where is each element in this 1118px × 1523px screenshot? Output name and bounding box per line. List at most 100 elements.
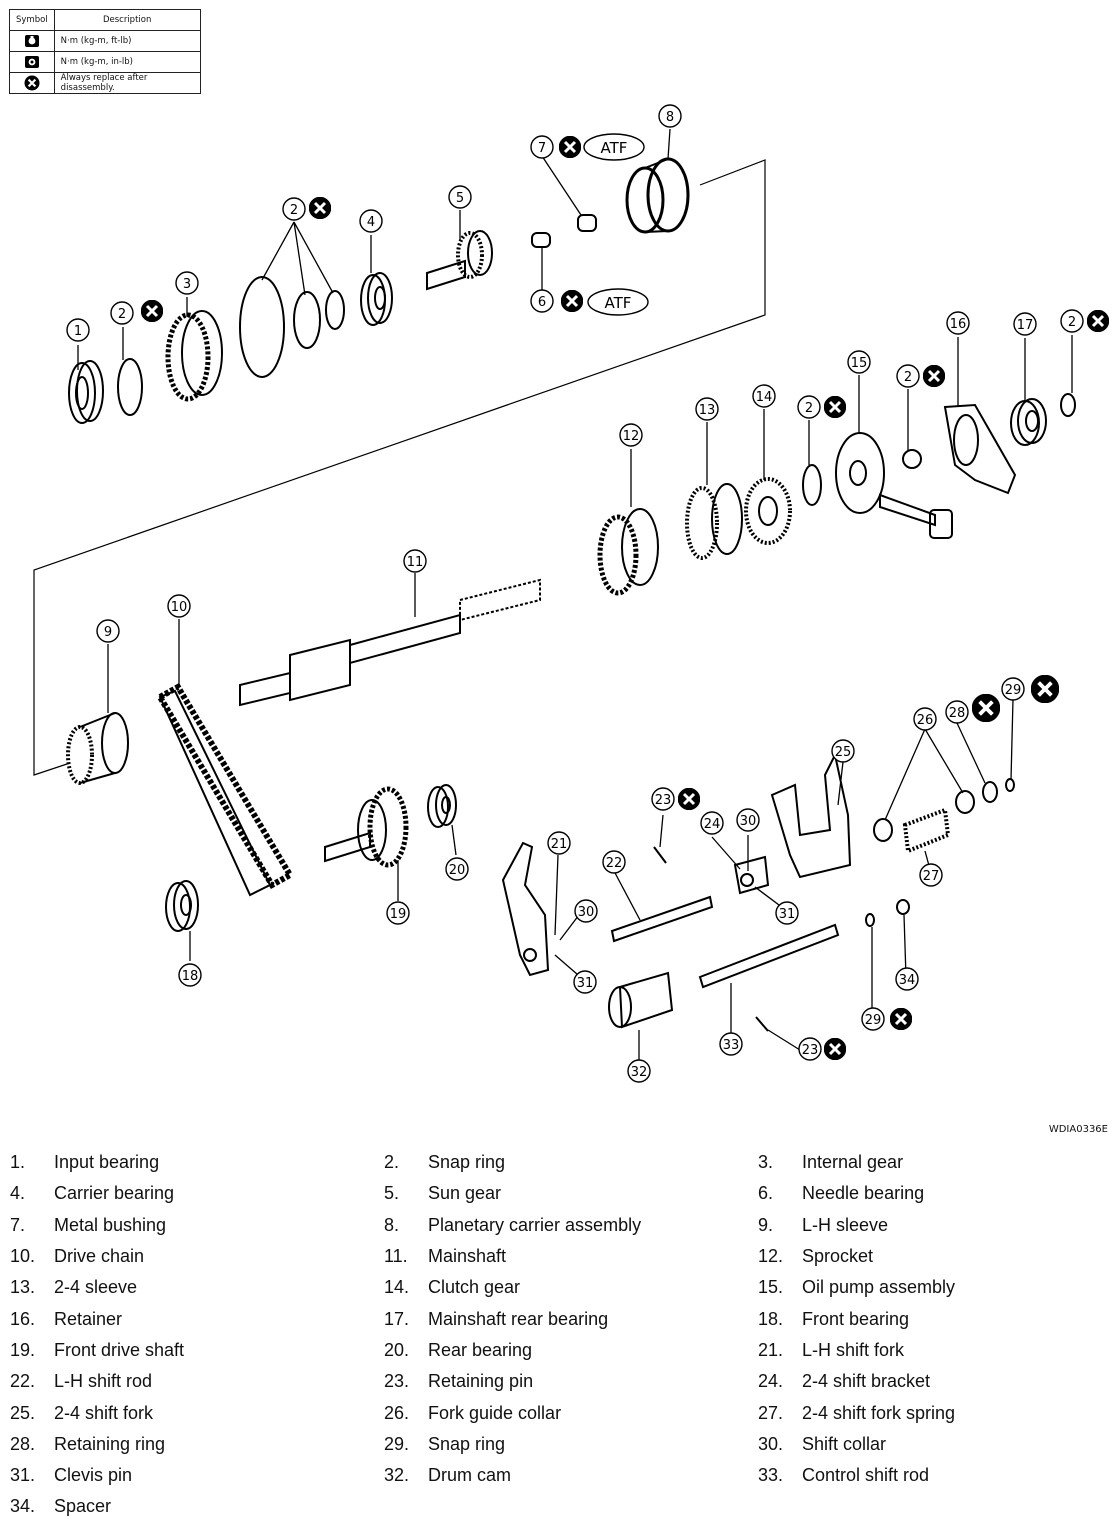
part-number: 1. [10,1152,26,1173]
part-number: 4. [10,1183,26,1204]
retaining-ring-part [982,781,998,803]
list-item: 19.Front drive shaft [0,1335,374,1366]
svg-text:23: 23 [655,793,672,808]
list-item: 31.Clevis pin [0,1460,374,1491]
rear-bearing-part [427,784,457,828]
part-number: 9. [758,1214,774,1235]
part-name: Spacer [54,1496,112,1517]
svg-text:21: 21 [551,837,568,852]
legend-row: N·m (kg-m, ft-lb) [9,30,201,52]
callout-18: 18 [178,963,202,987]
always-replace-icon [923,365,945,387]
input-bearing-part [68,360,104,424]
always-replace-icon [890,1008,912,1030]
oil-pump-part [835,432,953,539]
needle-bearing-part [531,232,551,248]
part-name: Shift collar [802,1433,887,1454]
svg-text:25: 25 [835,745,852,760]
list-item: 27.2-4 shift fork spring [748,1397,1118,1428]
svg-text:2: 2 [290,203,298,218]
part-name: Needle bearing [802,1183,925,1204]
legend-header-symbol: Symbol [9,9,55,31]
list-item: 32.Drum cam [374,1460,748,1491]
list-item: 21.L-H shift fork [748,1335,1118,1366]
callout-27: 27 [919,863,943,887]
legend-header-description: Description [53,9,201,31]
part-name: Clutch gear [428,1277,521,1298]
part-number: 11. [384,1246,408,1267]
symbol-legend: Symbol Description N·m (kg-m, ft-lb) N·m… [9,9,201,94]
leader-lines [77,128,1073,1070]
list-item: 23. Retaining pin [374,1366,748,1397]
callout-14: 14 [752,384,776,408]
callout-2: 2 [110,301,134,325]
snap-ring-part [802,464,822,506]
part-name: Retaining ring [54,1433,166,1454]
part-name: Snap ring [428,1152,506,1173]
always-replace-icon [1087,310,1109,332]
always-replace-icon [1031,675,1059,703]
list-item: 13.2-4 sleeve [0,1272,374,1303]
snap-ring-part [239,276,285,378]
carrier-bearing-part [360,272,393,326]
callout-17: 17 [1013,312,1037,336]
svg-text:ATF: ATF [601,139,628,157]
lh-sleeve-part [66,712,129,785]
svg-text:14: 14 [756,390,773,405]
always-replace-icon [824,1038,846,1060]
part-name: Oil pump assembly [802,1277,956,1298]
callout-25: 25 [831,739,855,763]
svg-text:2: 2 [904,370,912,385]
always-replace-icon [678,788,700,810]
retaining-pin-part [755,1016,769,1032]
part-name: Snap ring [428,1433,506,1454]
callout-4: 4 [359,209,383,233]
list-item: 8.Planetary carrier assembly [374,1210,748,1241]
part-name: Metal bushing [54,1214,167,1235]
part-name: Internal gear [802,1152,904,1173]
svg-text:24: 24 [704,817,721,832]
part-number: 17. [384,1308,410,1329]
list-item: 7. Metal bushing [0,1210,374,1241]
callout-30: 30 [574,899,598,923]
torque-wrench-icon [9,30,55,52]
list-item: 4.Carrier bearing [0,1178,374,1209]
list-item: 2. Snap ring [374,1147,748,1178]
part-number: 30. [758,1433,784,1454]
callout-2: 2 [797,395,821,419]
always-replace-icon [824,396,846,418]
part-number: 24. [758,1371,784,1392]
drum-cam-part [608,971,674,1029]
part-number: 23. [384,1371,410,1392]
atf-label: ATF [583,133,645,161]
always-replace-icon [309,197,331,219]
snap-ring-part [293,291,321,349]
part-number: 34. [10,1496,36,1517]
svg-text:31: 31 [577,976,594,991]
snap-ring-part [902,449,922,469]
callout-13: 13 [695,397,719,421]
callout-26: 26 [913,707,937,731]
svg-text:2: 2 [118,307,126,322]
assembly-outline [33,159,766,776]
lh-shift-rod-part [610,895,714,943]
list-item: 14.Clutch gear [374,1272,748,1303]
callout-24: 24 [700,811,724,835]
callout-1: 1 [66,318,90,342]
list-item: 24.2-4 shift bracket [748,1366,1118,1397]
list-item: 6.Needle bearing [748,1178,1118,1209]
callout-23: 23 [798,1037,822,1061]
part-name: 2-4 shift fork spring [802,1402,956,1423]
torque-wrench-small-icon [9,51,55,73]
callout-7: 7 [530,135,554,159]
metal-bushing-part [577,214,597,232]
part-number: 2. [384,1152,400,1173]
part-name: Retaining pin [428,1371,534,1392]
part-number: 33. [758,1465,784,1486]
part-number: 7. [10,1214,26,1235]
list-item: 33.Control shift rod [748,1460,1118,1491]
callout-33: 33 [719,1032,743,1056]
part-name: Mainshaft rear bearing [428,1308,609,1329]
svg-text:4: 4 [367,215,375,230]
svg-text:28: 28 [949,706,966,721]
